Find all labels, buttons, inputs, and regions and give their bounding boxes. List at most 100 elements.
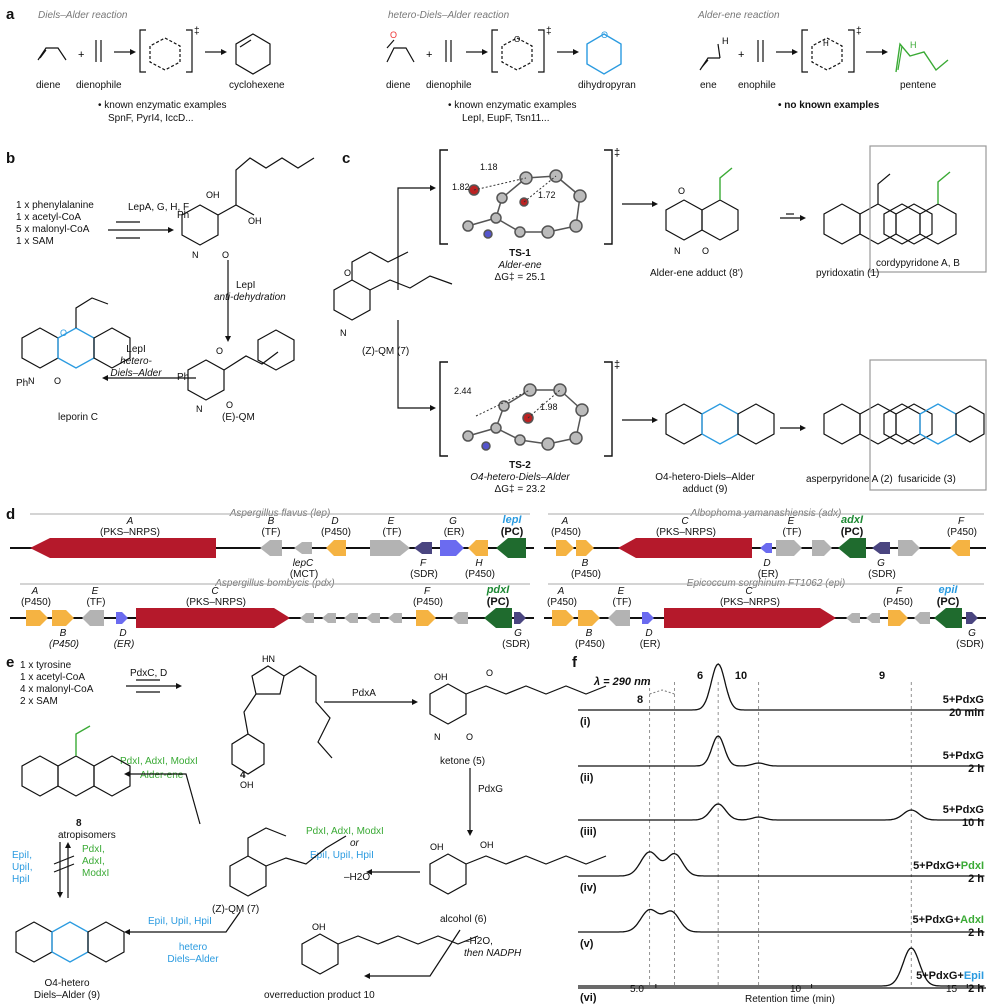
epi-F-name: F [895,586,903,597]
hplc-chart [578,663,986,989]
z-qm-label: (Z)-QM (7) [362,346,410,357]
svg-text:OH: OH [480,840,494,850]
adx-D-name: D [763,558,771,569]
gene-epiB [578,610,600,626]
pdxa-label: PdxA [352,688,376,699]
ts1-name: TS-1 [509,248,531,259]
svg-text:OH: OH [248,216,262,226]
svg-text:N: N [674,246,681,256]
trace-cond-5: 5+PdxG+AdxI 2 h [870,914,984,940]
epi-F-type: (P450) [882,597,913,608]
hda-note: • known enzymatic examples [448,100,577,111]
hda-step-label: hetero Diels–Alder [158,942,228,966]
svg-text:HN: HN [262,654,275,664]
hda-title: hetero-Diels–Alder reaction [388,10,510,21]
lep-A-name: A [126,516,134,527]
gene-epiD [642,612,654,624]
panel-b-label: b [6,150,16,167]
svg-text:O: O [486,668,493,678]
peak-label-6: 6 [696,670,704,682]
trace-id-4: (iv) [580,882,597,894]
hplc-trace [578,803,985,821]
lep-G-type: (ER) [443,527,465,538]
da-title: Diels–Alder reaction [38,10,128,21]
pdx-C-name: C [211,586,219,597]
hda-step-b: Diels–Alder [110,368,162,379]
ts2-name: TS-2 [509,460,531,471]
trace-cond-enzyme: EpiI [963,970,984,982]
xtick-10: 10 [790,984,802,995]
trace-cond-base: 5+PdxG+ [912,914,961,926]
pdx-I-type: (PC) [486,596,510,608]
da-note: • known enzymatic examples [98,100,227,111]
trace-cond-line1: 5+PdxG+EpiI [870,970,984,983]
lep-enzymes-label: LepA, G, H, F [128,202,190,213]
ts1-distance-3: 1.72 [538,190,556,200]
svg-text:OH: OH [434,672,448,682]
gene-lepB [260,540,282,556]
peak-label-8: 8 [636,694,644,706]
gene-adxD [760,543,772,553]
svg-text:O: O [390,30,397,40]
gene-epiC [664,608,836,628]
pyridoxatin-label: pyridoxatin (1) [816,268,880,279]
epi-G-type: (SDR) [956,639,984,650]
trace-cond-line2: 20 min [949,707,984,719]
hda-adduct-label: O4-hetero-Diels–Alder adduct (9) [640,472,770,496]
panel-e-label: e [6,654,15,671]
gene-pdxF [416,610,436,626]
pdx-A-type: (P450) [20,597,51,608]
pdx-E-type: (TF) [86,597,106,608]
ae-enophile-label: enophile [738,80,776,91]
peak-label-9: 9 [878,670,886,682]
trace-cond-line2: 2 h [968,983,984,995]
epi-B-type: (P450) [574,639,605,650]
epi-C-type: (PKS–NRPS) [719,597,780,608]
gene-epi-g1 [846,613,860,623]
gene-lepH [468,540,488,556]
lep-F-name: F [419,558,427,569]
gene-lepA [30,538,216,558]
gene-epiG [966,612,978,624]
da-dienophile-label: dienophile [76,80,122,91]
trace-id-6: (vi) [580,992,597,1004]
hda-dienophile-label: dienophile [426,80,472,91]
gene-lepC [294,542,312,554]
lepi-label-1: LepI [236,280,256,291]
input-line: 1 x tyrosine [20,660,72,671]
hplc-trace [578,851,985,877]
trace-cond-base: 5+PdxG+ [916,970,964,982]
pdx-F-name: F [423,586,431,597]
qm-enzymes-1: PdxI, AdxI, ModxI [306,826,384,837]
svg-text:N: N [434,732,441,742]
svg-text:OH: OH [240,780,254,790]
lambda-label: λ = 290 nm [594,676,651,688]
trace-id-1: (i) [580,716,591,728]
input-line: 1 x SAM [16,236,54,247]
lep-E-name: E [387,516,395,527]
gene-pdx-g6 [452,612,468,624]
qm-or: or [350,838,359,849]
gene-pdx-g5 [388,613,402,623]
gene-pdxA [26,610,48,626]
gene-epiE [608,610,630,626]
trace-id-2: (ii) [580,772,594,784]
panel-b-inputs: 1 x phenylalanine 1 x acetyl-CoA 5 x mal… [16,200,94,248]
cordypyridone-label: cordypyridone A, B [876,258,960,269]
lepi-label-2: LepI hetero- Diels–Alder [106,344,166,380]
hplc-trace [578,735,985,767]
pdx-E-name: E [91,586,99,597]
epi-G-name: G [968,628,976,639]
epi-B-name: B [585,628,593,639]
svg-text:O: O [54,376,61,386]
svg-text:‡: ‡ [856,26,862,37]
trace-cond-line2: 2 h [968,763,984,775]
adx-B-name: B [581,558,589,569]
epi-E-name: E [617,586,625,597]
overreduction-cond-2: then NADPH [464,948,522,959]
pdxg-label: PdxG [478,784,504,795]
trace-cond-enzyme: PdxI [960,860,984,872]
svg-text:+: + [426,49,432,61]
trace-cond-line2: 10 h [961,817,984,829]
